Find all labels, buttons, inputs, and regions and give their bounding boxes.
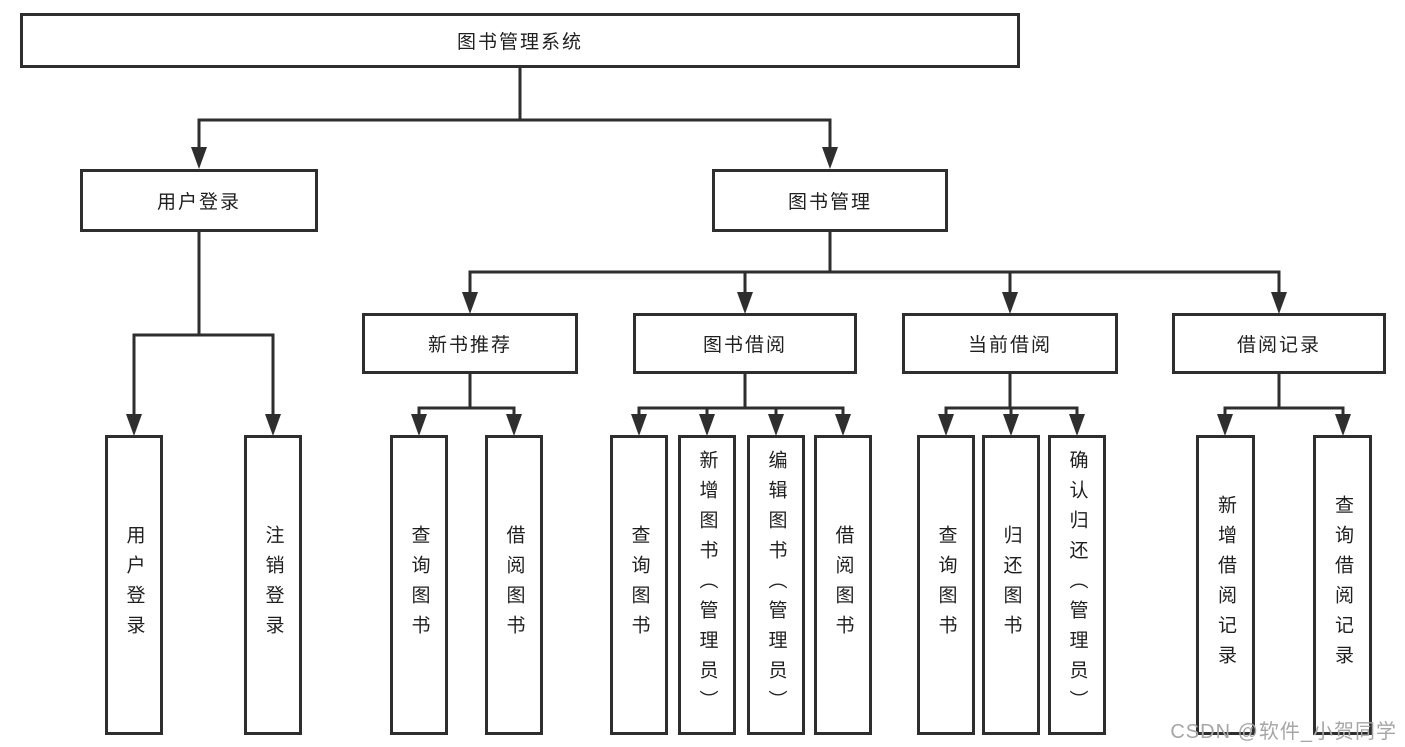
node-label: 用户登录 xyxy=(123,525,145,645)
node-label: 图书管理 xyxy=(787,192,872,213)
node-book-management-branch: 图书管理 xyxy=(712,169,948,232)
node-label: 用户登录 xyxy=(156,192,241,213)
node-user-login-branch: 用户登录 xyxy=(80,169,318,232)
leaf-logout: 注销登录 xyxy=(244,435,302,735)
node-borrowing-records: 借阅记录 xyxy=(1172,313,1386,374)
node-label: 当前借阅 xyxy=(967,335,1052,356)
node-label: 新增图书（管理员） xyxy=(696,450,718,720)
node-label: 查询图书 xyxy=(628,525,650,645)
node-label: 新增借阅记录 xyxy=(1215,495,1236,675)
node-label: 新书推荐 xyxy=(427,335,512,356)
node-label: 查询借阅记录 xyxy=(1332,495,1353,675)
leaf-borrow-books-recommend: 借阅图书 xyxy=(485,435,543,735)
node-label: 借阅图书 xyxy=(503,525,525,645)
node-label: 编辑图书（管理员） xyxy=(765,450,787,720)
leaf-add-borrow-record: 新增借阅记录 xyxy=(1196,435,1255,735)
node-current-borrowing: 当前借阅 xyxy=(902,313,1118,374)
leaf-user-login: 用户登录 xyxy=(105,435,163,735)
node-label: 确认归还（管理员） xyxy=(1066,450,1088,720)
arrowheads xyxy=(126,147,1351,436)
node-label: 查询图书 xyxy=(935,525,957,645)
node-label: 查询图书 xyxy=(408,525,430,645)
node-book-borrowing: 图书借阅 xyxy=(633,313,857,374)
node-label: 借阅图书 xyxy=(832,525,854,645)
csdn-watermark: CSDN @软件_小贺同学 xyxy=(1170,721,1397,743)
leaf-search-borrow-record: 查询借阅记录 xyxy=(1313,435,1372,735)
node-library-management-system: 图书管理系统 xyxy=(20,13,1020,68)
leaf-search-books-current: 查询图书 xyxy=(917,435,975,735)
node-label: 图书借阅 xyxy=(702,335,787,356)
node-label: 注销登录 xyxy=(262,525,284,645)
leaf-edit-book-admin: 编辑图书（管理员） xyxy=(747,435,805,735)
leaf-borrow-books-borrowing: 借阅图书 xyxy=(814,435,872,735)
leaf-search-books-recommend: 查询图书 xyxy=(390,435,448,735)
leaf-add-book-admin: 新增图书（管理员） xyxy=(678,435,736,735)
leaf-search-books-borrowing: 查询图书 xyxy=(610,435,668,735)
node-label: 图书管理系统 xyxy=(456,32,583,53)
node-new-book-recommendation: 新书推荐 xyxy=(362,313,578,374)
node-label: 借阅记录 xyxy=(1236,335,1321,356)
node-label: 归还图书 xyxy=(1000,525,1022,645)
leaf-return-books: 归还图书 xyxy=(982,435,1040,735)
leaf-confirm-return-admin: 确认归还（管理员） xyxy=(1048,435,1106,735)
